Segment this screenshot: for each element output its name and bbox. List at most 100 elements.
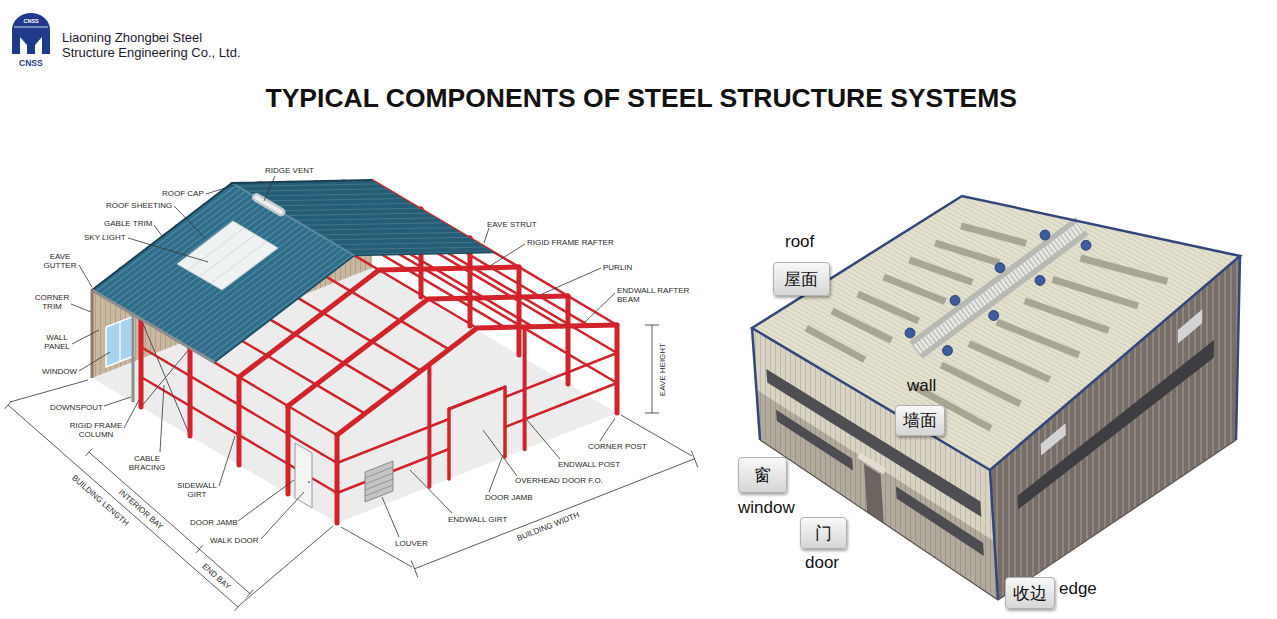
ridge-monitor bbox=[916, 226, 1082, 350]
roof-vent bbox=[943, 346, 953, 356]
purlins bbox=[372, 238, 617, 383]
leader-line bbox=[484, 228, 489, 243]
louver bbox=[365, 461, 393, 502]
skylight bbox=[188, 228, 267, 283]
part-label: DOOR JAMB bbox=[485, 493, 533, 502]
company-name: Liaoning Zhongbei Steel Structure Engine… bbox=[62, 30, 247, 60]
page-title: TYPICAL COMPONENTS OF STEEL STRUCTURE SY… bbox=[266, 83, 1017, 113]
logo-text: CNSS bbox=[24, 18, 39, 24]
leader-line bbox=[104, 397, 131, 406]
endwall-framing bbox=[503, 387, 507, 457]
dimension-line bbox=[652, 325, 653, 413]
part-label: ROOF CAP bbox=[162, 189, 204, 198]
roof-skylight-strips bbox=[858, 294, 919, 321]
roof-skylight-strips bbox=[832, 311, 891, 340]
building-roof bbox=[752, 196, 1240, 470]
building-roof bbox=[752, 196, 1240, 470]
roof-sheeting bbox=[215, 253, 495, 363]
ridge-cap bbox=[232, 183, 355, 256]
roof-skylight-strips bbox=[969, 344, 1050, 380]
leader-line bbox=[154, 225, 162, 236]
roof-vent bbox=[905, 328, 915, 338]
leader-line bbox=[410, 470, 452, 513]
callout-text: 收边 bbox=[1013, 583, 1047, 603]
louver bbox=[365, 485, 393, 496]
rigid-frame-columns bbox=[335, 435, 340, 523]
walk-door bbox=[308, 481, 310, 483]
building-windows bbox=[864, 464, 884, 523]
company-logo bbox=[14, 27, 48, 28]
roof-skylight-strips bbox=[1025, 301, 1109, 331]
building-windows bbox=[1178, 309, 1202, 343]
leader-line bbox=[261, 492, 304, 539]
rigid-frame-columns bbox=[615, 325, 620, 413]
leader-line bbox=[585, 293, 615, 322]
leader-line bbox=[174, 206, 205, 238]
leader-line bbox=[527, 420, 560, 459]
roof-vent bbox=[1040, 230, 1050, 240]
edge-trim bbox=[1236, 256, 1240, 440]
part-label: DOOR JAMB bbox=[190, 518, 238, 527]
ridge-monitor bbox=[916, 226, 1082, 350]
edge-trim bbox=[752, 196, 1240, 470]
endwall-framing bbox=[523, 327, 527, 449]
edge-trim bbox=[760, 440, 1236, 600]
louver bbox=[365, 461, 393, 502]
part-label: ROOF SHEETING bbox=[106, 201, 172, 210]
dimension-line bbox=[8, 405, 238, 607]
part-label: EAVE GUTTER bbox=[42, 252, 78, 270]
rigid-frame-columns bbox=[139, 319, 144, 407]
english-label: window bbox=[738, 498, 795, 518]
leader-line bbox=[124, 400, 139, 428]
endwall-framing bbox=[337, 419, 449, 463]
callout-text: 墙面 bbox=[903, 410, 937, 430]
leader-line bbox=[483, 430, 517, 476]
rigid-frame-columns bbox=[286, 406, 291, 494]
steel-frame bbox=[517, 267, 522, 355]
callout-box: 屋面 bbox=[773, 262, 830, 296]
window-pane bbox=[106, 316, 134, 367]
leader-line bbox=[489, 455, 503, 492]
ridge-cap bbox=[257, 198, 282, 213]
english-label: roof bbox=[785, 232, 814, 252]
part-label: ENDWALL POST bbox=[558, 460, 620, 469]
leader-line bbox=[71, 304, 91, 312]
endwall-framing bbox=[449, 387, 505, 409]
ridge-monitor bbox=[916, 226, 1082, 350]
roof-sheeting bbox=[92, 180, 495, 363]
dimension-line bbox=[645, 325, 659, 326]
part-label: CORNER TRIM bbox=[33, 293, 71, 311]
edge-trim bbox=[752, 196, 1240, 600]
dimension-line bbox=[10, 380, 88, 402]
english-label: door bbox=[805, 553, 839, 573]
roof-vent bbox=[989, 311, 999, 321]
purlins bbox=[92, 180, 617, 493]
part-label: ENDWALL RAFTER BEAM bbox=[617, 286, 695, 304]
callout-text: 屋面 bbox=[784, 269, 818, 289]
roof-vent bbox=[995, 263, 1005, 273]
rigid-frame-columns bbox=[188, 348, 193, 436]
part-label: DOWNSPOUT bbox=[50, 403, 103, 412]
part-label: OVERHEAD DOOR F.O. bbox=[515, 476, 603, 485]
roof-skylight-strips bbox=[935, 243, 999, 263]
leader-line bbox=[79, 265, 92, 287]
building-roof bbox=[752, 196, 1240, 470]
dimension-line bbox=[86, 448, 93, 456]
roof-skylight-strips bbox=[884, 277, 946, 302]
dimension-line bbox=[5, 325, 698, 611]
leader-line bbox=[600, 418, 615, 441]
roof-vent bbox=[1035, 275, 1045, 285]
leader-line bbox=[128, 238, 208, 262]
part-label: RIDGE VENT bbox=[265, 166, 314, 175]
callout-text: 窗 bbox=[754, 465, 771, 485]
window-pane bbox=[106, 316, 134, 367]
ridge-cap bbox=[257, 198, 282, 213]
endwall-framing bbox=[505, 353, 617, 397]
dimension-line bbox=[5, 401, 12, 409]
rigid-frame-columns bbox=[237, 377, 242, 465]
english-label: wall bbox=[907, 376, 936, 396]
roof-skylight-strips bbox=[941, 365, 1020, 404]
part-label: ENDWALL GIRT bbox=[448, 515, 507, 524]
roof-skylight-strips bbox=[1081, 258, 1168, 281]
dimension-label: EAVE HEIGHT bbox=[658, 342, 667, 395]
